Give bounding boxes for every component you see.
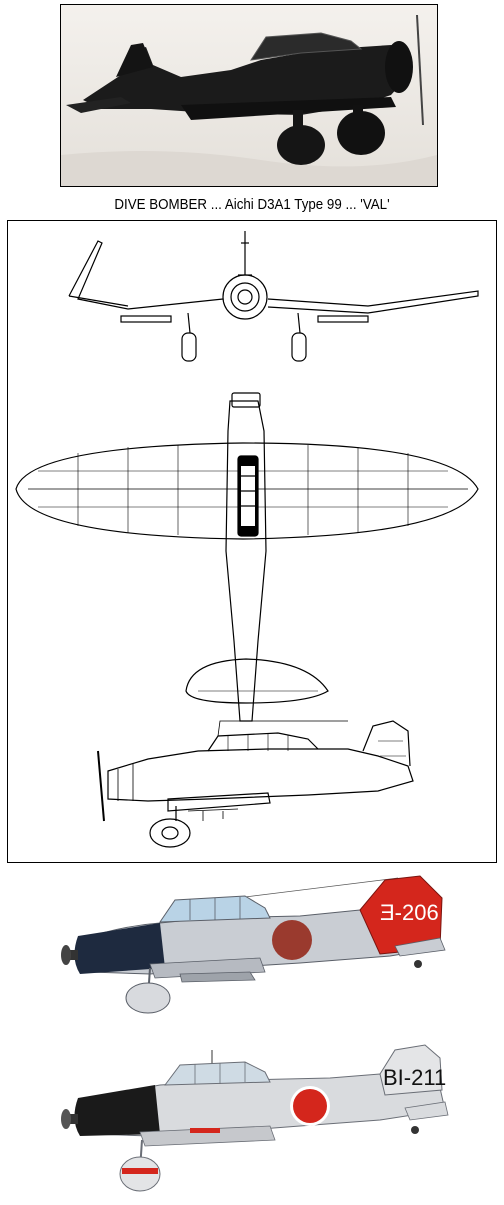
color-profile-1: Ǝ-206	[0, 868, 504, 1018]
photo-caption: DIVE BOMBER ... Aichi D3A1 Type 99 ... '…	[114, 197, 390, 213]
side-view	[97, 720, 414, 848]
three-view-drawing	[7, 220, 497, 863]
front-view	[68, 231, 479, 362]
tail-code: Ǝ-206	[380, 900, 439, 925]
plan-view	[15, 392, 479, 722]
color-profile-2: BI-211	[0, 1040, 504, 1200]
hinomaru-marking	[293, 1089, 327, 1123]
aircraft-photo	[60, 4, 438, 187]
hinomaru-marking	[272, 920, 312, 960]
tail-code: BI-211	[383, 1065, 446, 1090]
